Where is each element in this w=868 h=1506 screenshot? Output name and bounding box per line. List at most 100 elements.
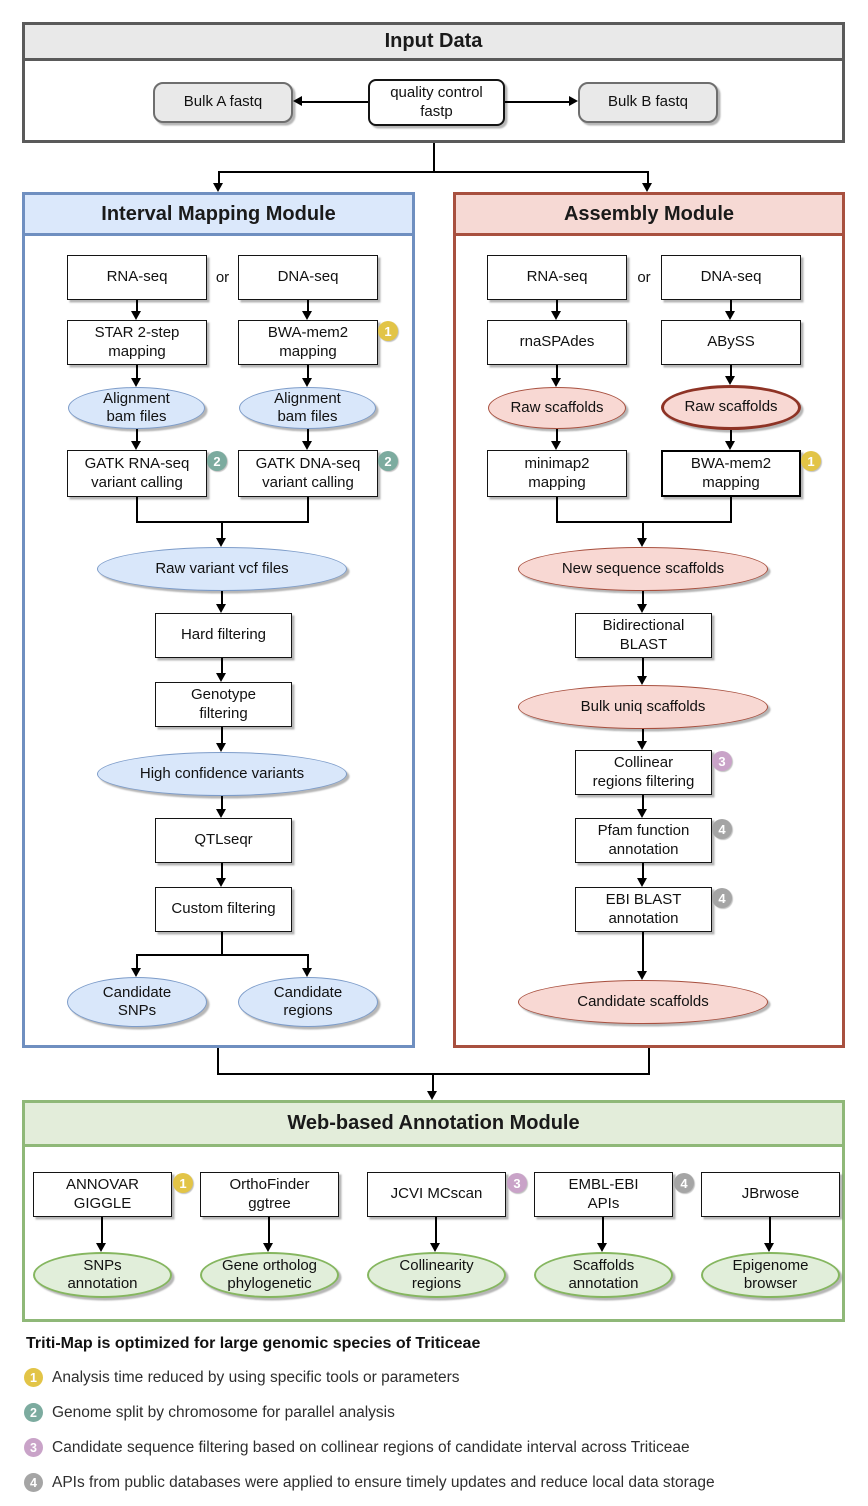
interval-mapping-module-title: Interval Mapping Module [25,195,412,236]
arrowhead-down [637,971,647,980]
legend-item-2: Genome split by chromosome for parallel … [52,1404,395,1421]
assembly-or-label: or [637,268,651,286]
connector [136,365,138,378]
input-data-title: Input Data [25,25,842,61]
connector [218,172,220,184]
connector [556,521,732,523]
legend-item-4: APIs from public databases were applied … [52,1474,715,1491]
connector [136,497,138,522]
connector [730,300,732,312]
arrowhead-down [216,673,226,682]
connector [642,658,644,676]
web-annotation-module-title: Web-based Annotation Module [25,1103,842,1147]
badge-2: 2 [207,451,227,471]
connector [730,430,732,441]
arrowhead-down [637,538,647,547]
ellipse-candidate-scaffolds: Candidate scaffolds [518,980,768,1024]
connector [268,1217,270,1243]
node-collinear-regions-filtering: Collinear regions filtering [575,750,712,795]
arrowhead-down [597,1243,607,1252]
arrowhead-down [637,809,647,818]
arrowhead-down [131,311,141,320]
node-gatk-dna-seq: GATK DNA-seq variant calling [238,450,378,497]
legend-item-1: Analysis time reduced by using specific … [52,1369,460,1386]
arrowhead-down [642,183,652,192]
connector [648,1048,650,1075]
badge-3: 3 [507,1173,527,1193]
node-star-mapping: STAR 2-step mapping [67,320,207,365]
connector [136,429,138,441]
arrowhead-down [216,538,226,547]
ellipse-scaffolds-annotation: Scaffolds annotation [534,1252,673,1298]
ellipse-gene-ortholog-phylogenetic: Gene ortholog phylogenetic [200,1252,339,1298]
node-orthofinder-ggtree: OrthoFinder ggtree [200,1172,339,1217]
arrowhead-down [637,741,647,750]
ellipse-alignment-bam-left: Alignment bam files [68,387,205,429]
connector [642,863,644,878]
arrowhead-down [551,441,561,450]
connector [307,300,309,312]
arrowhead-down [302,311,312,320]
arrowhead-down [427,1091,437,1100]
arrowhead-down [725,311,735,320]
legend-badge-4: 4 [24,1473,43,1492]
connector [433,143,435,172]
arrowhead-down [637,676,647,685]
arrowhead-down [131,378,141,387]
arrowhead-down [551,378,561,387]
ellipse-candidate-snps: Candidate SNPs [67,977,207,1027]
arrowhead-down [302,968,312,977]
connector [556,429,558,441]
arrowhead-down [216,604,226,613]
ellipse-collinearity-regions: Collinearity regions [367,1252,506,1298]
connector [221,522,223,538]
badge-1: 1 [378,321,398,341]
interval-or-label: or [215,268,230,286]
connector [642,729,644,741]
arrowhead-right [569,96,578,106]
ellipse-candidate-regions: Candidate regions [238,977,378,1027]
node-genotype-filtering: Genotype filtering [155,682,292,727]
connector [769,1217,771,1243]
arrowhead-down [637,604,647,613]
connector [556,300,558,312]
connector [307,955,309,968]
node-interval-dna-seq: DNA-seq [238,255,378,300]
arrowhead-down [96,1243,106,1252]
connector [642,591,644,604]
connector [221,658,223,673]
connector [221,932,223,956]
node-ebi-blast-annotation: EBI BLAST annotation [575,887,712,932]
arrowhead-down [551,311,561,320]
ellipse-raw-variant-vcf: Raw variant vcf files [97,547,347,591]
badge-2: 2 [378,451,398,471]
badge-4: 4 [712,819,732,839]
connector [218,171,649,173]
connector [136,300,138,312]
arrowhead-down [430,1243,440,1252]
connector [730,497,732,522]
arrowhead-down [302,441,312,450]
connector [136,955,138,968]
arrowhead-down [725,441,735,450]
arrowhead-down [131,441,141,450]
node-annovar-giggle: ANNOVAR GIGGLE [33,1172,172,1217]
node-pfam-function-annotation: Pfam function annotation [575,818,712,863]
node-hard-filtering: Hard filtering [155,613,292,658]
node-minimap2-mapping: minimap2 mapping [487,450,627,497]
arrowhead-down [131,968,141,977]
ellipse-snps-annotation: SNPs annotation [33,1252,172,1298]
arrowhead-down [216,809,226,818]
badge-4: 4 [712,888,732,908]
connector [556,365,558,378]
ellipse-bulk-uniq-scaffolds: Bulk uniq scaffolds [518,685,768,729]
arrowhead-down [263,1243,273,1252]
assembly-module-title: Assembly Module [456,195,842,236]
badge-4: 4 [674,1173,694,1193]
legend-item-3: Candidate sequence filtering based on co… [52,1439,690,1456]
node-bulk-a-fastq: Bulk A fastq [153,82,293,123]
node-abyss: ABySS [661,320,801,365]
legend-badge-1: 1 [24,1368,43,1387]
connector [432,1075,434,1091]
